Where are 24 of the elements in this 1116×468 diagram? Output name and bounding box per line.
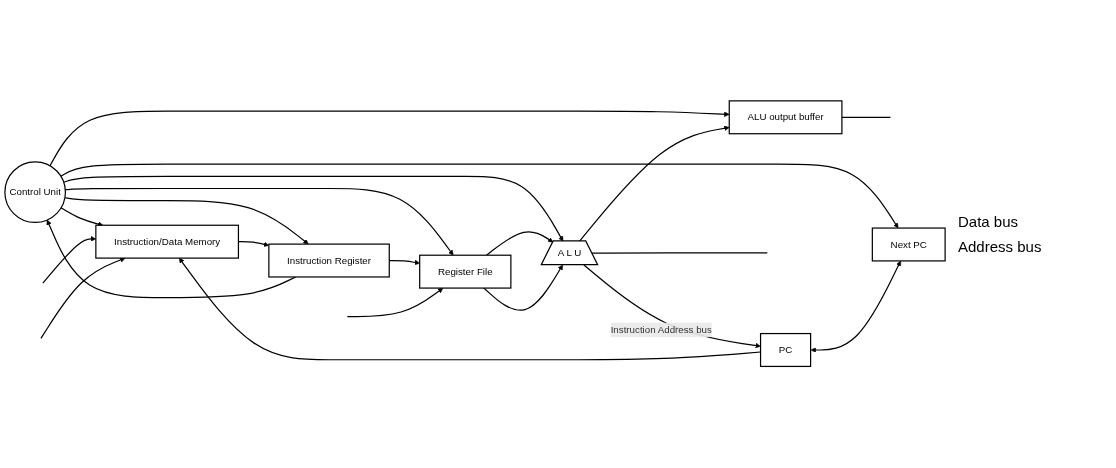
node-box: PC xyxy=(759,333,812,368)
arrow xyxy=(40,257,126,340)
node-circle: Control Unit xyxy=(4,161,67,224)
bus-label: Address bus xyxy=(958,238,1043,255)
arrow xyxy=(60,207,104,227)
arrow xyxy=(583,264,761,349)
edge-label: Instruction Address bus xyxy=(610,324,712,336)
node-box: Register File xyxy=(419,254,512,290)
arrow xyxy=(64,188,454,256)
arrow xyxy=(60,163,899,229)
arrow xyxy=(63,176,564,242)
arrow xyxy=(64,197,309,245)
bus-label: Data bus xyxy=(958,213,1020,230)
connector xyxy=(591,252,768,255)
node-box: Next PC xyxy=(871,227,946,262)
arrow xyxy=(346,288,444,318)
arrow xyxy=(483,265,563,312)
node-box: Instruction Register xyxy=(268,243,390,278)
arrow xyxy=(485,231,554,257)
arrow xyxy=(810,261,901,353)
node-box: ALU output buffer xyxy=(728,100,843,135)
arrow xyxy=(49,110,730,167)
connector xyxy=(841,117,892,119)
node-box: Instruction/Data Memory xyxy=(95,225,240,260)
